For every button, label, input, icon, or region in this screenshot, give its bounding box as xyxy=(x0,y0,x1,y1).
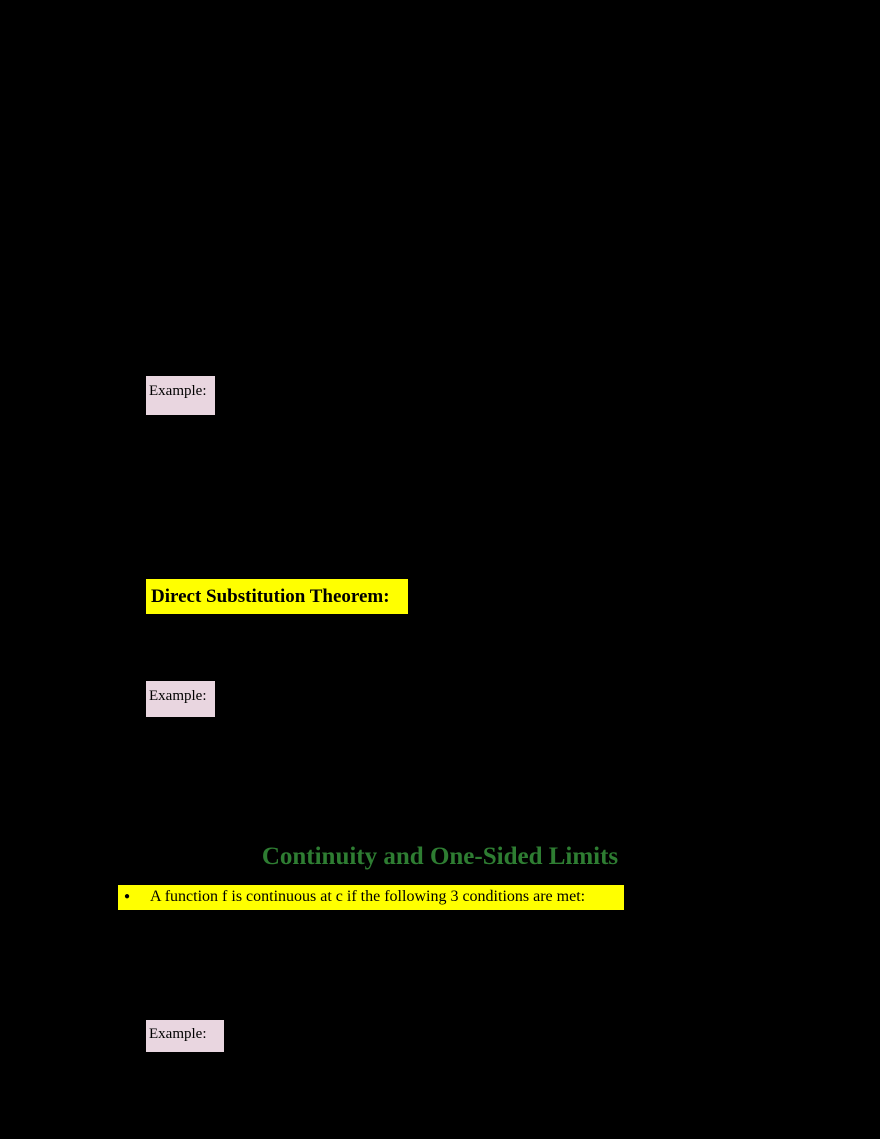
bullet-text: A function f is continuous at c if the f… xyxy=(150,888,586,905)
example-label-3: Example: xyxy=(146,1020,224,1052)
continuity-definition-bullet: ● A function f is continuous at c if the … xyxy=(118,885,624,910)
section-title: Continuity and One-Sided Limits xyxy=(261,843,619,870)
example-label-2: Example: xyxy=(146,681,215,717)
bullet-icon: ● xyxy=(124,891,131,902)
example-label-1: Example: xyxy=(146,376,215,415)
theorem-heading: Direct Substitution Theorem: xyxy=(146,579,408,614)
